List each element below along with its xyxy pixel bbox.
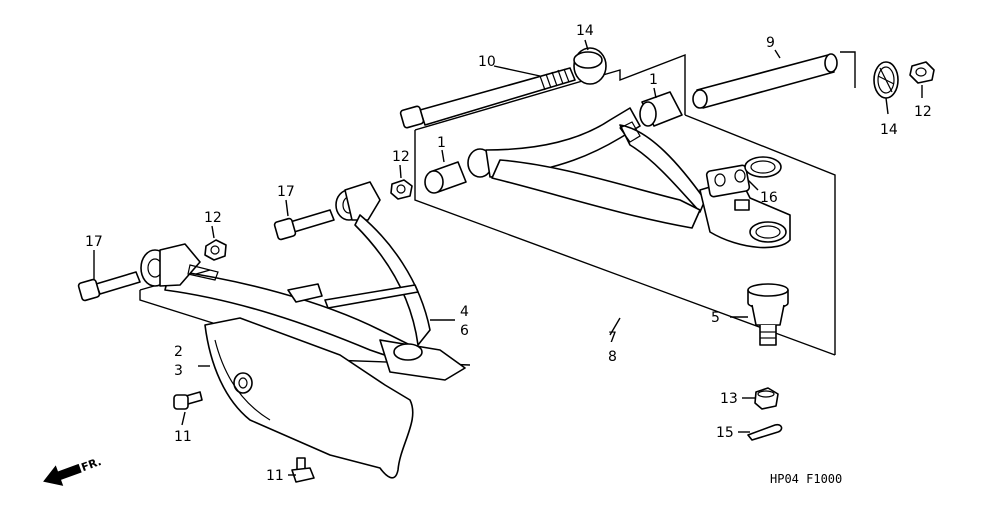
callout-7: 7 bbox=[608, 330, 617, 346]
nut-part-12-left bbox=[204, 239, 227, 261]
callout-12-mid: 12 bbox=[392, 149, 410, 165]
bolt-part-11-left bbox=[173, 391, 203, 410]
callout-14-top: 14 bbox=[576, 23, 594, 39]
callout-1-lower: 1 bbox=[437, 135, 446, 151]
callout-16: 16 bbox=[760, 190, 778, 206]
long-bolt-part-10 bbox=[399, 67, 576, 129]
callout-15: 15 bbox=[716, 425, 734, 441]
callout-13: 13 bbox=[720, 391, 738, 407]
callout-2: 2 bbox=[174, 344, 183, 360]
ball-joint-part-5 bbox=[747, 283, 789, 346]
bolt-part-17-upper bbox=[273, 209, 335, 241]
bushing-part-1-upper bbox=[639, 91, 683, 127]
leader-lines bbox=[93, 39, 923, 476]
skid-plate-part-2-3 bbox=[204, 317, 414, 479]
front-direction-indicator: FR. bbox=[43, 455, 104, 486]
castle-nut-part-13 bbox=[754, 387, 779, 410]
rubber-part-14-right bbox=[873, 61, 899, 99]
pipe-part-9 bbox=[692, 53, 838, 109]
callout-17-upper: 17 bbox=[277, 184, 295, 200]
callout-4: 4 bbox=[460, 304, 469, 320]
callout-12-left: 12 bbox=[204, 210, 222, 226]
callout-14-right: 14 bbox=[880, 122, 898, 138]
cotter-pin-part-15 bbox=[747, 423, 783, 441]
bolt-part-17-lower bbox=[77, 271, 141, 302]
callout-11-bottom: 11 bbox=[266, 468, 284, 484]
callout-labels: 10 14 9 1 1 12 14 12 16 17 12 17 4 6 7 8… bbox=[85, 23, 932, 484]
nut-part-12-right bbox=[909, 61, 935, 84]
figure-code: HP04 F1000 bbox=[770, 472, 842, 486]
callout-6: 6 bbox=[460, 323, 469, 339]
direction-label: FR. bbox=[80, 455, 104, 474]
boot-part-16 bbox=[744, 156, 782, 178]
callout-5: 5 bbox=[711, 310, 720, 326]
lower-arm-part-4-6 bbox=[140, 181, 466, 381]
callout-17-lower: 17 bbox=[85, 234, 103, 250]
callout-10: 10 bbox=[478, 54, 496, 70]
callout-11-left: 11 bbox=[174, 429, 192, 445]
bushing-part-1-lower bbox=[424, 161, 467, 194]
upper-arm-part-7-8 bbox=[467, 107, 791, 249]
callout-12-right: 12 bbox=[914, 104, 932, 120]
callout-9: 9 bbox=[766, 35, 775, 51]
callout-3: 3 bbox=[174, 363, 183, 379]
callout-8: 8 bbox=[608, 349, 617, 365]
callout-1-upper: 1 bbox=[649, 72, 658, 88]
bolt-part-11-bottom bbox=[291, 457, 315, 483]
washer-part-14-top bbox=[573, 47, 607, 85]
nut-part-12-mid bbox=[390, 179, 413, 200]
